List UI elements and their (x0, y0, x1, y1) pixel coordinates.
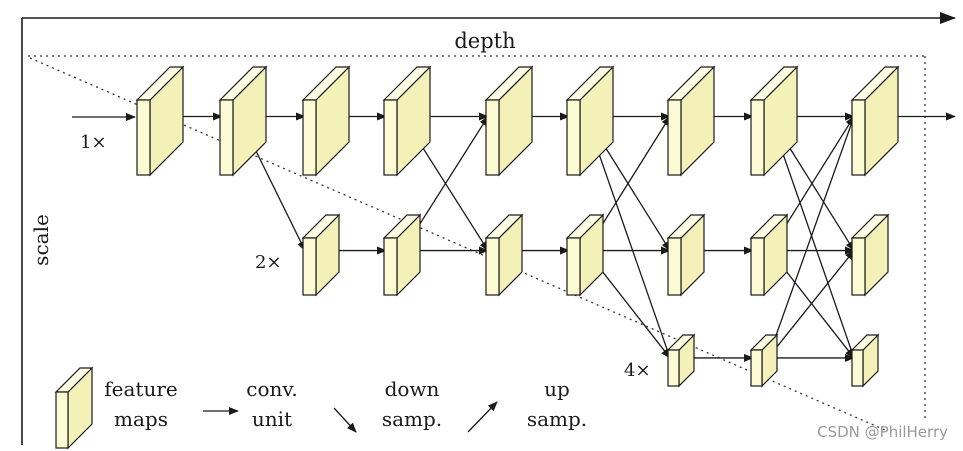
legend: feature maps conv. unit down samp. up sa… (54, 366, 587, 450)
block-front-face (750, 99, 765, 176)
block-front-face (383, 237, 398, 296)
block-front-face (485, 99, 500, 176)
block-front-face (566, 237, 581, 296)
feature-map-scale2-col8 (749, 213, 789, 297)
block-front-face (219, 99, 234, 176)
feature-map-scale1-col4 (382, 65, 432, 177)
feature-map-scale1-col3 (301, 65, 351, 177)
scale-1x-label: 1× (80, 132, 107, 153)
feature-map-scale2-col9 (850, 213, 890, 297)
scale-4x-label: 4× (624, 360, 651, 381)
legend-up-label-2: samp. (527, 407, 587, 431)
feature-map-scale1-col5 (484, 65, 534, 177)
block-front-face (667, 349, 680, 387)
feature-map-scale1-col8 (749, 65, 799, 177)
watermark: CSDN @PhilHerry (817, 423, 948, 441)
down-sample-arrow (585, 116, 671, 359)
block-front-face (485, 237, 500, 296)
block-front-face (302, 99, 317, 176)
feature-map-scale1-col2 (218, 65, 268, 177)
legend-up-arrow (467, 401, 498, 433)
block-front-face (750, 349, 763, 387)
block-front-face (383, 99, 398, 176)
legend-feature-label-1: feature (104, 377, 177, 401)
feature-map-scale1-col7 (666, 65, 716, 177)
scale-label: scale (29, 214, 53, 266)
feature-map-scale2-col6 (565, 213, 605, 297)
legend-feature-map-icon (54, 366, 94, 450)
legend-feature-label-2: maps (114, 407, 168, 431)
down-sample-arrow (769, 116, 855, 359)
feature-map-scale2-col3 (301, 213, 341, 297)
depth-label: depth (454, 29, 515, 53)
legend-feature-map-block (54, 366, 94, 450)
legend-down-arrow (333, 407, 357, 433)
feature-map-scale3-col7 (666, 333, 696, 388)
up-sample-arrow (767, 115, 855, 359)
feature-map-scale2-col7 (666, 213, 706, 297)
up-sample-arrow (767, 249, 855, 359)
feature-map-scale2-col4 (382, 213, 422, 297)
legend-down-label-2: samp. (382, 407, 442, 431)
block-front-face (302, 237, 317, 296)
block-front-face (851, 237, 866, 296)
block-front-face (667, 237, 682, 296)
feature-map-scale1-col1 (135, 65, 185, 177)
legend-conv-label-2: unit (252, 407, 292, 431)
feature-map-scale3-col8 (749, 333, 779, 388)
feature-map-scale2-col5 (484, 213, 524, 297)
feature-map-scale1-col9 (850, 65, 900, 177)
block-front-face (566, 99, 581, 176)
block-front-face (750, 237, 765, 296)
feature-map-scale3-col9 (850, 333, 880, 388)
block-front-face (851, 99, 866, 176)
block-front-face (55, 391, 69, 449)
block-front-face (136, 99, 151, 176)
feature-map-blocks (135, 65, 900, 388)
block-front-face (851, 349, 864, 387)
legend-down-label-1: down (385, 377, 440, 401)
block-front-face (667, 99, 682, 176)
legend-conv-label-1: conv. (246, 377, 297, 401)
legend-up-label-1: up (544, 377, 570, 401)
scale-2x-label: 2× (255, 252, 282, 273)
feature-map-scale1-col6 (565, 65, 615, 177)
